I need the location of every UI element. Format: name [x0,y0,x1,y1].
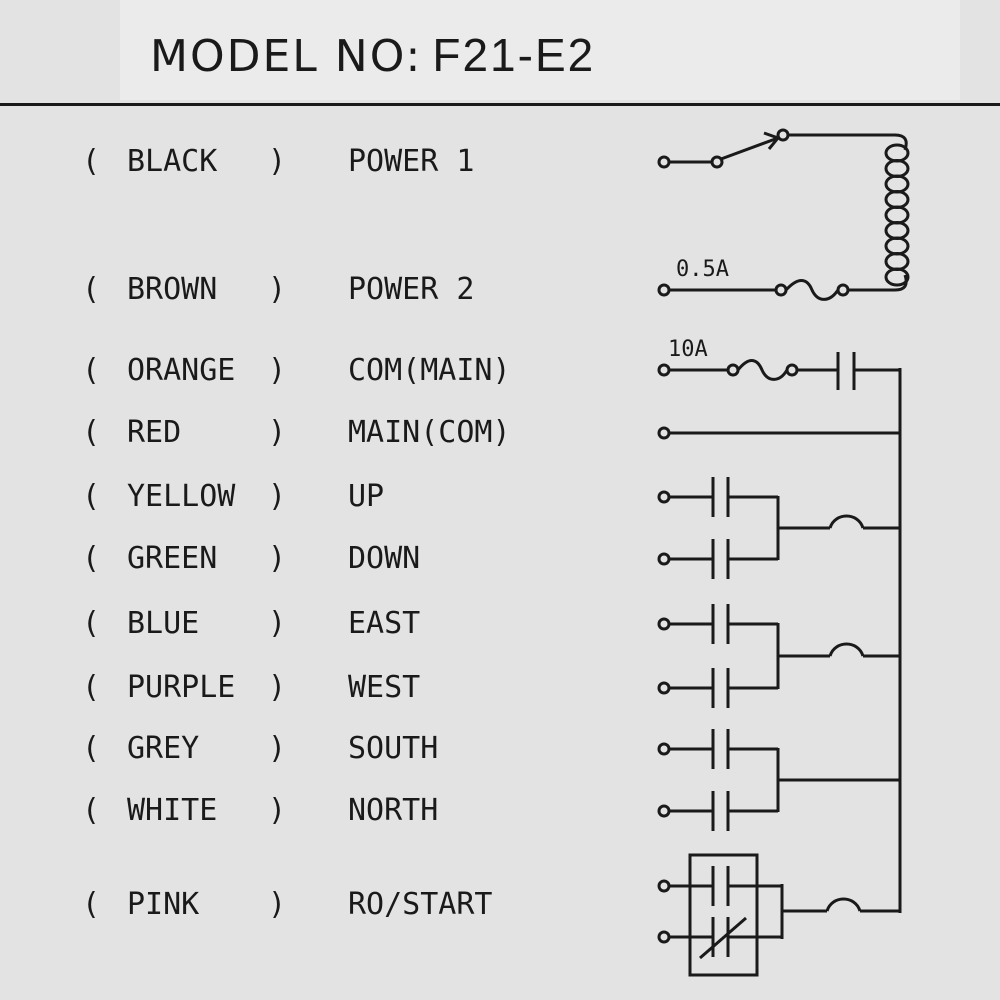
model-label: MODEL NO: [150,31,423,82]
wire-row-black: ( BLACK ) POWER 1 [0,142,640,182]
wire-function: UP [348,479,385,514]
wire-color: GREEN [127,541,218,576]
wire-function: DOWN [348,541,421,576]
wire-row-pink: ( PINK ) RO/START [0,885,640,925]
paren-close: ) [268,272,287,307]
model-title: MODEL NO:F21-E2 [150,28,595,82]
coil [884,143,910,287]
paren-open: ( [82,479,101,514]
paren-open: ( [82,793,101,828]
wire-row-green: ( GREEN ) DOWN [0,539,640,579]
terminal-icon [657,804,671,818]
paren-close: ) [268,670,287,705]
coil-loop [884,174,910,194]
terminal-icon [710,155,724,169]
wire-color: GREY [127,731,200,766]
wire-color: RED [127,415,182,450]
wire-color: BLACK [127,144,218,179]
paren-open: ( [82,541,101,576]
terminal-icon [776,128,790,142]
wire-color: YELLOW [127,479,236,514]
paren-open: ( [82,353,101,388]
wire-row-blue: ( BLUE ) EAST [0,604,640,644]
coil-loop [884,143,910,163]
terminal-icon [657,930,671,944]
coil-loop [884,267,910,287]
wire-color: PURPLE [127,670,236,705]
paren-close: ) [268,415,287,450]
paren-open: ( [82,415,101,450]
wire-row-purple: ( PURPLE ) WEST [0,668,640,708]
paren-close: ) [268,144,287,179]
wire-function: POWER 2 [348,272,475,307]
start-switch-box [669,853,901,977]
wire-color: BROWN [127,272,218,307]
wire-function: COM(MAIN) [348,353,511,388]
wire-function: RO/START [348,887,493,922]
nc-slash [699,916,747,960]
wire-color: PINK [127,887,200,922]
terminal-icon [657,283,671,297]
paren-close: ) [268,479,287,514]
terminal-icon [657,363,671,377]
paren-close: ) [268,541,287,576]
coil-loop [884,221,910,240]
wire-function: SOUTH [348,731,439,766]
coil-loop [884,190,910,209]
header-band [120,0,960,100]
fuse-0-5a [669,274,908,301]
terminal-icon [836,283,850,297]
wire-color: BLUE [127,606,200,641]
wire-function: POWER 1 [348,144,475,179]
wire-row-orange: ( ORANGE ) COM(MAIN) [0,351,640,391]
wire-color: ORANGE [127,353,236,388]
wire-function: MAIN(COM) [348,415,511,450]
coil-loop [884,252,910,271]
wire-row-white: ( WHITE ) NORTH [0,791,640,831]
paren-close: ) [268,793,287,828]
coil-loop [884,159,910,178]
terminal-icon [774,283,788,297]
fuse-bump [828,514,865,529]
wire-row-yellow: ( YELLOW ) UP [0,477,640,517]
paren-close: ) [268,887,287,922]
terminal-icon [657,426,671,440]
paren-close: ) [268,353,287,388]
terminal-icon [726,363,740,377]
terminal-icon [657,742,671,756]
paren-open: ( [82,887,101,922]
wire-function: NORTH [348,793,439,828]
coil-loop [884,205,910,225]
contact-pair [669,477,900,579]
fuse-small-label: 0.5A [676,257,729,282]
wire-row-grey: ( GREY ) SOUTH [0,729,640,769]
wire-function: EAST [348,606,421,641]
wire-row-brown: ( BROWN ) POWER 2 [0,270,640,310]
paren-open: ( [82,272,101,307]
coil-loop [884,236,910,256]
header-divider [0,103,1000,106]
contact-pair [669,604,900,708]
wire-function: WEST [348,670,421,705]
terminal-icon [657,490,671,504]
wire-row-red: ( RED ) MAIN(COM) [0,413,640,453]
terminal-icon [657,552,671,566]
fuse-bump [828,642,865,657]
terminal-icon [785,363,799,377]
contact-pair [669,729,900,831]
paren-open: ( [82,606,101,641]
paren-open: ( [82,731,101,766]
terminal-icon [657,155,671,169]
terminal-icon [657,879,671,893]
terminal-icon [657,681,671,695]
paren-close: ) [268,606,287,641]
paren-open: ( [82,670,101,705]
paren-open: ( [82,144,101,179]
model-number: F21-E2 [432,29,596,81]
fuse-main-label: 10A [668,337,708,362]
paren-close: ) [268,731,287,766]
wire-color: WHITE [127,793,218,828]
fuse-10a [669,352,901,390]
terminal-icon [657,617,671,631]
